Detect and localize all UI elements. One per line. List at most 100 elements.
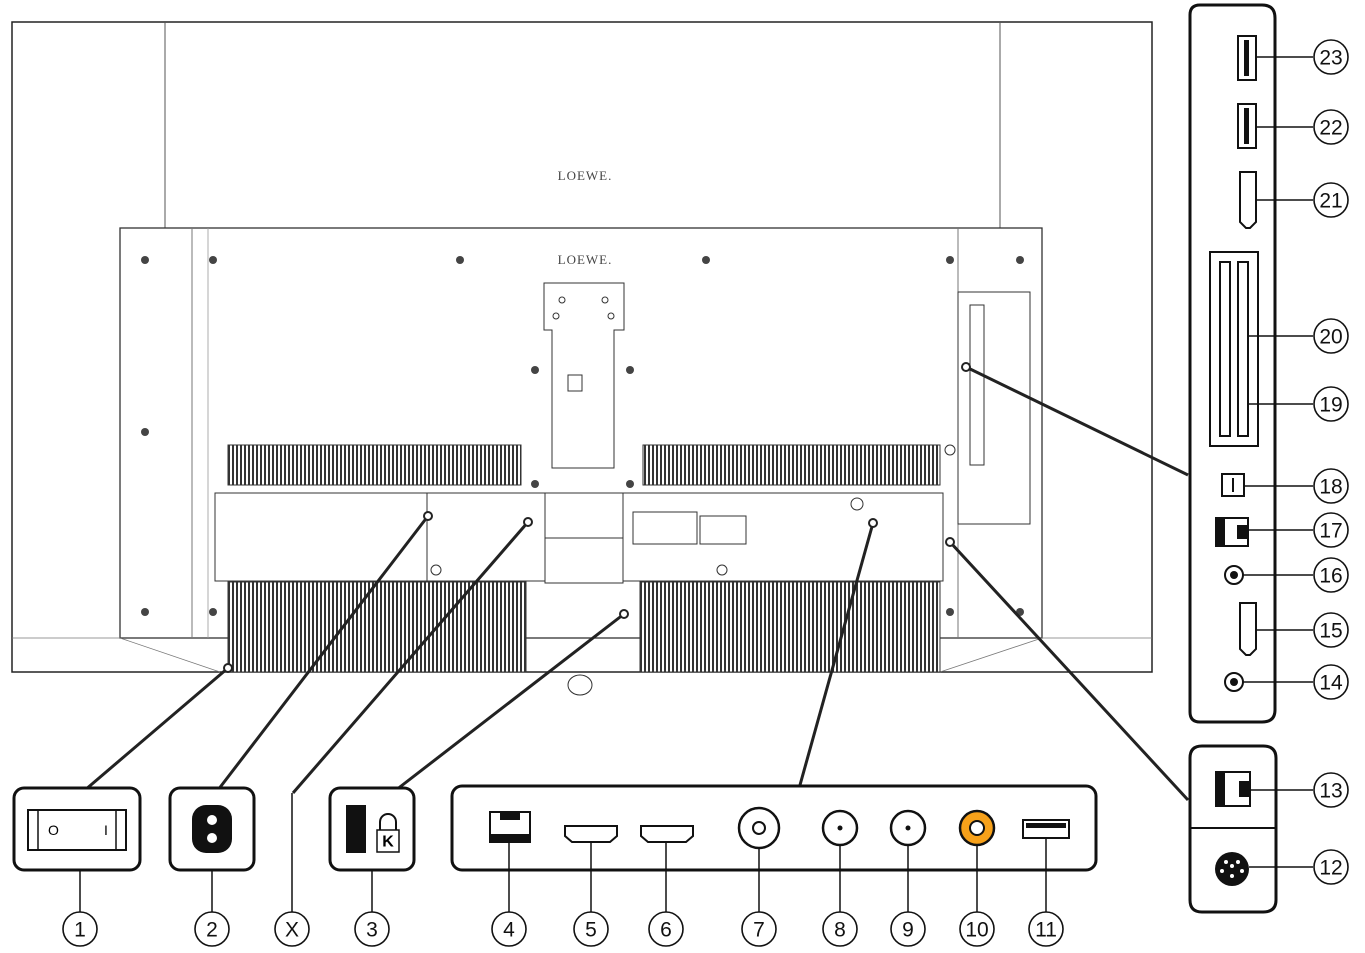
callout-mini-din: 12 [1313, 849, 1349, 885]
callout-circle [648, 911, 684, 947]
ci-slot-icon [1209, 251, 1259, 447]
kensington-symbol: K [382, 834, 394, 851]
side-callout-lines [1243, 56, 1313, 868]
callout-jack-upper: 16 [1313, 557, 1349, 593]
callout-circle [274, 911, 310, 947]
callout-number: 15 [1319, 620, 1342, 643]
hdmi-port-icon [564, 825, 694, 843]
panel-side-lower [1188, 744, 1278, 914]
callout-number: 5 [585, 919, 597, 942]
callout-usb-side-upper: 23 [1313, 39, 1349, 75]
callout-circle [194, 911, 230, 947]
callout-circle [491, 911, 527, 947]
callout-sat-socket-2: 9 [890, 911, 926, 947]
callout-ci-slot-lower: 19 [1313, 386, 1349, 422]
switch-off-symbol: O [48, 822, 59, 838]
callout-circle [1313, 39, 1349, 75]
callout-circle [62, 911, 98, 947]
callout-circle [890, 911, 926, 947]
callout-circle [1313, 557, 1349, 593]
callout-mains-socket: 2 [194, 911, 230, 947]
usb-side-icon [1237, 35, 1257, 149]
callout-rj-side: 17 [1313, 512, 1349, 548]
callout-sat-socket-1: 8 [822, 911, 858, 947]
callout-number: 4 [503, 919, 515, 942]
callout-circle [1313, 772, 1349, 808]
f-socket-icon [821, 809, 927, 847]
hdmi-side-icon [1239, 171, 1257, 656]
callout-circle [573, 911, 609, 947]
callout-circle [959, 911, 995, 947]
callout-rca-socket: 10 [959, 911, 995, 947]
callout-number: 21 [1319, 190, 1342, 213]
callout-ci-slot-upper: 20 [1313, 318, 1349, 354]
lan-port-icon [489, 811, 531, 843]
callout-jack-lower: 14 [1313, 664, 1349, 700]
callout-circle [1313, 849, 1349, 885]
callout-number: 11 [1035, 919, 1057, 942]
callout-hdmi-side: 15 [1313, 612, 1349, 648]
callout-usb-rear: 11 [1028, 911, 1064, 947]
callout-number: 10 [965, 919, 988, 942]
electronics-housing [214, 291, 1031, 696]
leader-end-dots [223, 362, 971, 673]
panel-side-connectors [1188, 3, 1277, 724]
callout-circle [822, 911, 858, 947]
panel-kensington: K [328, 786, 416, 872]
callout-number: 19 [1319, 394, 1342, 417]
callout-hdmi-b: 6 [648, 911, 684, 947]
lower-logo: LOEWE. [558, 252, 613, 267]
bottom-callout-lines [79, 793, 1047, 912]
callout-number: X [285, 919, 299, 942]
callout-x-point: X [274, 911, 310, 947]
callout-circle [1313, 386, 1349, 422]
callout-number: 2 [206, 919, 218, 942]
coax-socket-icon [737, 806, 781, 850]
panel-power-switch: O I [12, 786, 142, 872]
callout-number: 13 [1319, 780, 1342, 803]
callout-number: 14 [1319, 672, 1343, 695]
panel-rear-connectors [450, 784, 1098, 872]
callout-antenna-socket: 7 [741, 911, 777, 947]
callout-circle [354, 911, 390, 947]
callout-number: 6 [660, 919, 672, 942]
callout-number: 12 [1319, 857, 1342, 880]
callout-circle [1313, 182, 1349, 218]
rca-socket-icon [958, 809, 996, 847]
mini-port-icon [1221, 473, 1245, 497]
callout-circle [1313, 664, 1349, 700]
callout-lan-port: 4 [491, 911, 527, 947]
callout-number: 8 [834, 919, 846, 942]
mini-din-icon [1215, 852, 1249, 886]
callout-usb-side-lower: 22 [1313, 109, 1349, 145]
callout-mini-port: 18 [1313, 468, 1349, 504]
callout-circle [1313, 109, 1349, 145]
callout-number: 17 [1319, 520, 1342, 543]
callout-hdmi-a: 5 [573, 911, 609, 947]
callout-kensington-lock: 3 [354, 911, 390, 947]
callout-circle [741, 911, 777, 947]
panel-mains-socket [168, 786, 256, 872]
vent-grilles [227, 444, 941, 673]
callout-number: 18 [1319, 476, 1342, 499]
callout-circle [1313, 318, 1349, 354]
callout-number: 16 [1319, 565, 1342, 588]
leader-lines [84, 365, 1190, 802]
callout-number: 3 [366, 919, 378, 942]
wall-mount-bracket [543, 282, 625, 469]
usb-port-icon [1022, 819, 1070, 839]
callout-hdmi-top: 21 [1313, 182, 1349, 218]
callout-number: 20 [1319, 326, 1342, 349]
callout-circle [1313, 612, 1349, 648]
switch-on-symbol: I [104, 822, 108, 838]
callout-number: 22 [1319, 117, 1342, 140]
callout-number: 7 [753, 919, 765, 942]
callout-circle [1313, 468, 1349, 504]
callout-circle [1313, 512, 1349, 548]
rj-lower-icon [1215, 771, 1251, 807]
callout-number: 1 [74, 919, 86, 942]
callout-power-switch: 1 [62, 911, 98, 947]
callout-circle [1028, 911, 1064, 947]
